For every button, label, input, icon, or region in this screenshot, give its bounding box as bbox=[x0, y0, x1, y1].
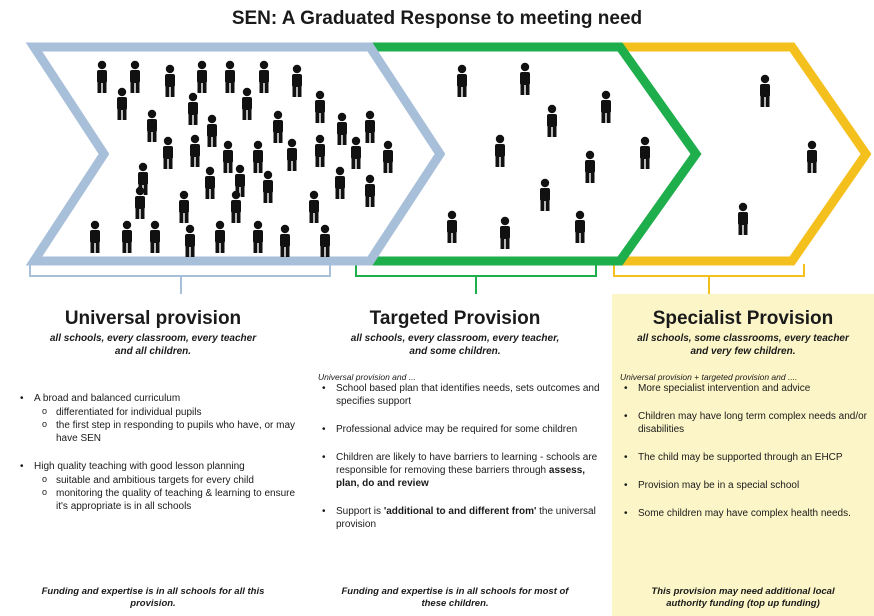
list-item: the first step in responding to pupils w… bbox=[34, 418, 298, 445]
targeted-intro: Universal provision and ... bbox=[318, 372, 416, 382]
list-item: Some children may have complex health ne… bbox=[612, 507, 874, 520]
universal-heading: Universal provision bbox=[64, 308, 242, 329]
universal-bracket bbox=[29, 264, 331, 277]
list-item: A broad and balanced curriculum differen… bbox=[8, 392, 298, 445]
targeted-bullet-list: School based plan that identifies needs,… bbox=[310, 382, 600, 531]
targeted-subtitle: all schools, every classroom, every teac… bbox=[350, 333, 560, 357]
universal-bullet-list: A broad and balanced curriculum differen… bbox=[8, 392, 298, 513]
targeted-heading: Targeted Provision bbox=[369, 308, 541, 329]
list-item: School based plan that identifies needs,… bbox=[310, 382, 600, 408]
targeted-footer: Funding and expertise is in all schools … bbox=[341, 586, 569, 609]
specialist-subtitle: all schools, some classrooms, every teac… bbox=[637, 333, 849, 357]
list-item: monitoring the quality of teaching & lea… bbox=[34, 486, 298, 513]
specialist-bracket bbox=[613, 264, 805, 277]
specialist-intro: Universal provision + targeted provision… bbox=[620, 372, 798, 382]
targeted-bracket bbox=[355, 264, 597, 277]
list-item: Children are likely to have barriers to … bbox=[310, 451, 600, 490]
graduated-response-diagram bbox=[25, 42, 872, 294]
list-item: Support is 'additional to and different … bbox=[310, 505, 600, 531]
list-item: The child may be supported through an EH… bbox=[612, 451, 874, 464]
list-item: suitable and ambitious targets for every… bbox=[34, 473, 298, 487]
list-item: differentiated for individual pupils bbox=[34, 405, 298, 419]
list-item: Children may have long term complex need… bbox=[612, 410, 874, 436]
list-item: High quality teaching with good lesson p… bbox=[8, 460, 298, 513]
list-item: More specialist intervention and advice bbox=[612, 382, 874, 395]
specialist-heading: Specialist Provision bbox=[652, 308, 834, 329]
specialist-panel: Specialist Provision all schools, some c… bbox=[612, 294, 874, 616]
list-item: Professional advice may be required for … bbox=[310, 423, 600, 436]
universal-footer: Funding and expertise is in all schools … bbox=[41, 586, 265, 609]
specialist-footer: This provision may need additional local… bbox=[651, 586, 835, 609]
diagram-title: SEN: A Graduated Response to meeting nee… bbox=[231, 8, 643, 29]
list-item: Provision may be in a special school bbox=[612, 479, 874, 492]
universal-subtitle: all schools, every classroom, every teac… bbox=[49, 333, 257, 357]
universal-panel: Universal provision all schools, every c… bbox=[8, 294, 298, 616]
targeted-panel: Targeted Provision all schools, every cl… bbox=[310, 294, 600, 616]
specialist-bullet-list: More specialist intervention and advice … bbox=[612, 382, 874, 520]
